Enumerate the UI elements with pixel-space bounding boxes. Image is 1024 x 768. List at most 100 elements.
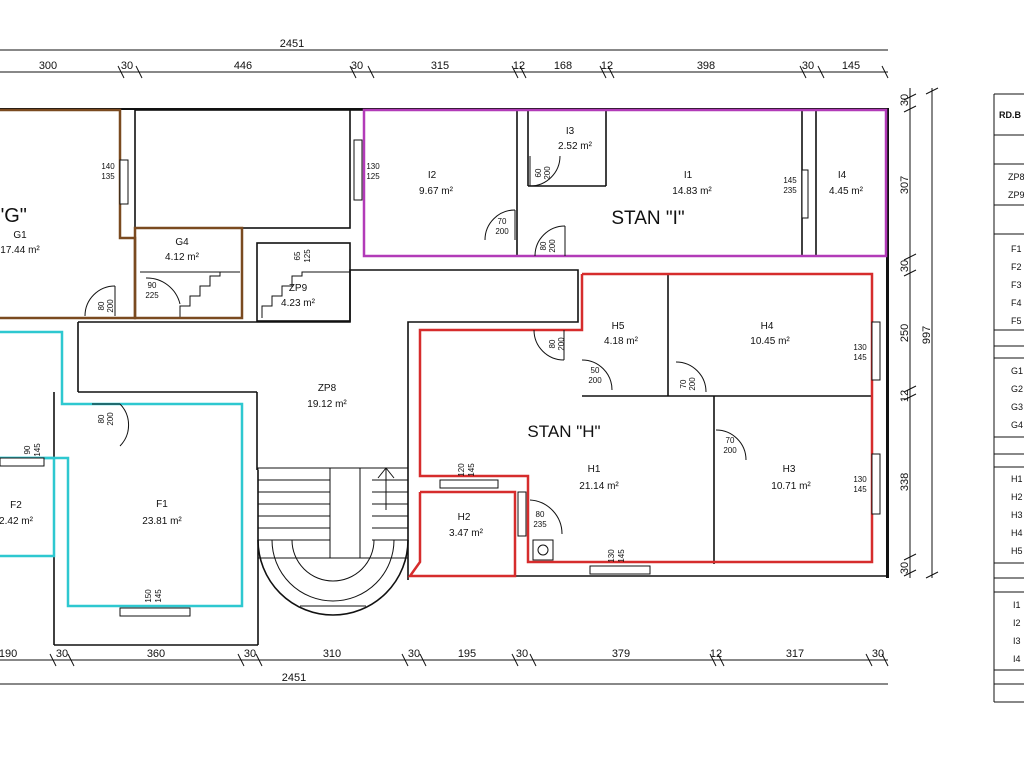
room-g1-area: 17.44 m² bbox=[0, 245, 40, 256]
table-row-f2: F2 bbox=[1011, 262, 1022, 272]
table-row-g1: G1 bbox=[1011, 366, 1023, 376]
apartment-i-outline bbox=[362, 108, 888, 258]
top-dim-3: 446 bbox=[234, 60, 252, 72]
bottom-dim-7: 195 bbox=[458, 648, 476, 660]
opening-13-height: 145 bbox=[853, 353, 867, 362]
apartment-h-label: STAN "H" bbox=[527, 422, 600, 441]
table-header: RD.B bbox=[999, 110, 1021, 120]
opening-3-width: 60 bbox=[534, 168, 543, 177]
room-h4-area: 10.45 m² bbox=[750, 336, 790, 347]
table-row-h3: H3 bbox=[1011, 510, 1023, 520]
opening-4-height: 200 bbox=[495, 227, 509, 236]
opening-17-height: 200 bbox=[723, 446, 737, 455]
room-i1-name: I1 bbox=[684, 170, 693, 181]
opening-21-width: 150 bbox=[144, 589, 153, 603]
room-g4-area: 4.12 m² bbox=[165, 252, 200, 263]
apartment-g-outline bbox=[0, 108, 137, 320]
opening-16-height: 145 bbox=[467, 463, 476, 477]
table-row-zp9: ZP9 bbox=[1008, 190, 1024, 200]
opening-15-width: 90 bbox=[23, 445, 32, 454]
table-row-g4: G4 bbox=[1011, 420, 1023, 430]
opening-12-width: 70 bbox=[679, 379, 688, 388]
top-overall-dimension: 2451 bbox=[280, 38, 304, 50]
opening-2-width: 130 bbox=[366, 162, 380, 171]
bottom-dim-9: 379 bbox=[612, 648, 630, 660]
top-dimensions: 2451 300 30 446 30 315 12 168 12 398 30 … bbox=[0, 38, 889, 79]
opening-2-height: 125 bbox=[366, 172, 380, 181]
table-row-i4: I4 bbox=[1013, 654, 1021, 664]
apartment-f2-outline bbox=[0, 456, 56, 558]
bottom-dim-2: 30 bbox=[56, 648, 68, 660]
opening-15-height: 145 bbox=[33, 443, 42, 457]
openings: 140 135 130 125 60 200 70 200 80 200 145… bbox=[0, 139, 881, 617]
apartment-h2-outline bbox=[407, 490, 517, 578]
room-i2-area: 9.67 m² bbox=[419, 186, 454, 197]
room-i2-name: I2 bbox=[428, 170, 437, 181]
room-h3-name: H3 bbox=[783, 464, 796, 475]
opening-6-width: 145 bbox=[783, 176, 797, 185]
top-dim-4: 30 bbox=[351, 60, 363, 72]
opening-4-width: 70 bbox=[498, 217, 507, 226]
room-f2-area: 2.42 m² bbox=[0, 516, 34, 527]
room-f1-area: 23.81 m² bbox=[142, 516, 182, 527]
bottom-dim-8: 30 bbox=[516, 648, 528, 660]
table-row-f5: F5 bbox=[1011, 316, 1022, 326]
opening-13-width: 130 bbox=[853, 343, 867, 352]
table-row-h4: H4 bbox=[1011, 528, 1023, 538]
table-row-g3: G3 bbox=[1011, 402, 1023, 412]
room-zp8-name: ZP8 bbox=[318, 383, 337, 394]
opening-9-width: 80 bbox=[97, 301, 106, 310]
room-h1-area: 21.14 m² bbox=[579, 481, 619, 492]
apartment-g-label: "G" bbox=[0, 205, 27, 227]
table-row-f1: F1 bbox=[1011, 244, 1022, 254]
room-h2-name: H2 bbox=[458, 512, 471, 523]
room-h4-name: H4 bbox=[761, 321, 774, 332]
top-dim-8: 12 bbox=[601, 60, 613, 72]
right-dim-5: 12 bbox=[899, 390, 911, 402]
top-dim-2: 30 bbox=[121, 60, 133, 72]
opening-3-height: 200 bbox=[543, 166, 552, 180]
bottom-dim-11: 317 bbox=[786, 648, 804, 660]
opening-1-width: 140 bbox=[101, 162, 115, 171]
room-zp8-area: 19.12 m² bbox=[307, 399, 347, 410]
room-h3-area: 10.71 m² bbox=[771, 481, 811, 492]
right-dim-6: 338 bbox=[899, 473, 911, 491]
opening-10-height: 200 bbox=[106, 412, 115, 426]
bottom-dim-6: 30 bbox=[408, 648, 420, 660]
room-h2-area: 3.47 m² bbox=[449, 528, 484, 539]
room-f2-name: F2 bbox=[10, 500, 22, 511]
top-dim-10: 30 bbox=[802, 60, 814, 72]
bottom-dim-1: 190 bbox=[0, 648, 17, 660]
apartment-f-outline bbox=[0, 330, 244, 608]
top-dim-9: 398 bbox=[697, 60, 715, 72]
room-i4-name: I4 bbox=[838, 170, 847, 181]
table-row-h2: H2 bbox=[1011, 492, 1023, 502]
apartment-g4-outline bbox=[133, 226, 244, 320]
bottom-dim-3: 360 bbox=[147, 648, 165, 660]
table-row-f3: F3 bbox=[1011, 280, 1022, 290]
room-h5-area: 4.18 m² bbox=[604, 336, 639, 347]
right-dim-4: 250 bbox=[899, 324, 911, 342]
table-row-i3: I3 bbox=[1013, 636, 1021, 646]
table-row-h5: H5 bbox=[1011, 546, 1023, 556]
opening-19-width: 80 bbox=[536, 510, 545, 519]
right-dim-2: 307 bbox=[899, 176, 911, 194]
table-row-g2: G2 bbox=[1011, 384, 1023, 394]
g4-stairs bbox=[140, 271, 240, 318]
zp9-stairs bbox=[261, 271, 350, 318]
room-h5-name: H5 bbox=[612, 321, 625, 332]
right-dim-1: 30 bbox=[899, 94, 911, 106]
opening-5-width: 80 bbox=[539, 241, 548, 250]
opening-8-height: 225 bbox=[145, 291, 159, 300]
opening-20-height: 145 bbox=[617, 549, 626, 563]
opening-10-width: 80 bbox=[97, 414, 106, 423]
apartment-i-label: STAN "I" bbox=[611, 208, 684, 229]
right-dimensions: 30 307 30 250 12 338 30 997 bbox=[899, 87, 939, 579]
room-f1-name: F1 bbox=[156, 499, 168, 510]
room-labels: G1 17.44 m² G4 4.12 m² ZP9 4.23 m² ZP8 1… bbox=[0, 126, 864, 539]
opening-11-height: 200 bbox=[588, 376, 602, 385]
table-row-zp8: ZP8 bbox=[1008, 172, 1024, 182]
bottom-overall-dimension: 2451 bbox=[282, 672, 306, 684]
top-dim-1: 300 bbox=[39, 60, 57, 72]
